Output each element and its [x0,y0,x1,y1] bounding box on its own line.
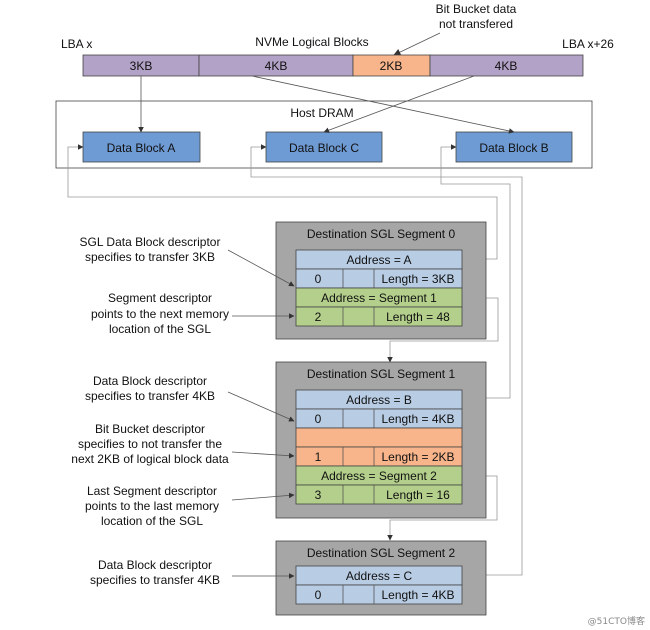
segment-0-address: Address = A [346,253,411,267]
bit-bucket-note: Bit Bucket data not transfered [436,2,517,31]
segment-2-title: Destination SGL Segment 2 [307,546,456,560]
annotation-data-block-4kb: Data Block descriptor specifies to trans… [85,374,215,403]
annotation-arrow-5 [231,492,295,501]
segment-2-length-row [295,584,463,605]
annotation-arrow-3 [227,391,295,422]
lba-start-label: LBA x [61,37,92,51]
link-address-b [440,144,511,399]
svg-text:specifies to not transfer the: specifies to not transfer the [78,437,222,451]
segment-1-address: Address = B [346,393,412,407]
data-block-a-label: Data Block A [107,141,176,155]
segment-0-pointer-length: Length = 48 [386,310,450,324]
svg-text:location of the SGL: location of the SGL [101,514,203,528]
svg-text:specifies to transfer 4KB: specifies to transfer 4KB [85,389,215,403]
annotation-arrow-1 [227,249,295,287]
link-address-a [67,144,498,260]
annotation-sgl-data-block: SGL Data Block descriptor specifies to t… [80,235,221,264]
segment-1-length: Length = 4KB [381,412,454,426]
segment-0-pointer-type: 2 [315,310,322,324]
nvme-block-1-label: 3KB [130,59,153,73]
link-address-c [250,144,523,576]
svg-text:specifies to transfer 3KB: specifies to transfer 3KB [85,250,215,264]
svg-text:SGL Data Block descriptor: SGL Data Block descriptor [80,235,221,249]
segment-1-pointer-length-row [295,484,463,505]
svg-text:specifies to transfer 4KB: specifies to transfer 4KB [90,573,220,587]
segment-1-title: Destination SGL Segment 1 [307,367,456,381]
svg-text:Segment descriptor: Segment descriptor [108,291,212,305]
segment-1-bitbucket-length: Length = 2KB [381,450,454,464]
svg-text:next 2KB of logical block data: next 2KB of logical block data [71,452,229,466]
nvme-blocks-bar: 3KB 4KB 2KB 4KB [82,54,584,77]
data-block-c-label: Data Block C [289,141,359,155]
segment-0-type: 0 [315,272,322,286]
annotation-arrow-4 [231,451,295,459]
svg-text:Data Block descriptor: Data Block descriptor [93,374,207,388]
segment-0-title: Destination SGL Segment 0 [307,227,456,241]
data-block-b-label: Data Block B [479,141,548,155]
annotation-last-segment: Last Segment descriptor points to the la… [85,484,219,528]
bit-bucket-note-line1: Bit Bucket data [436,2,517,16]
sgl-segment-0: Destination SGL Segment 0 Address = A 0 … [275,221,487,340]
svg-text:Last Segment descriptor: Last Segment descriptor [87,484,217,498]
sgl-segment-2: Destination SGL Segment 2 Address = C 0 … [275,540,487,616]
nvme-title: NVMe Logical Blocks [255,35,368,49]
annotation-data-block-4kb-2: Data Block descriptor specifies to trans… [90,558,220,587]
svg-text:Data Block descriptor: Data Block descriptor [98,558,212,572]
bit-bucket-note-line2: not transfered [439,17,513,31]
host-dram-title: Host DRAM [290,106,353,120]
segment-1-pointer-length: Length = 16 [386,488,450,502]
lba-end-label: LBA x+26 [562,37,614,51]
annotation-segment-descriptor: Segment descriptor points to the next me… [91,291,229,336]
segment-2-type: 0 [315,588,322,602]
segment-1-bitbucket-row [295,427,463,448]
segment-0-pointer-length-row [295,306,463,327]
watermark: @51CTO博客 [588,615,645,627]
nvme-block-3-label: 2KB [380,59,403,73]
sgl-segment-1: Destination SGL Segment 1 Address = B 0 … [275,361,487,519]
segment-1-pointer-address: Address = Segment 2 [321,469,437,483]
segment-1-type: 0 [315,412,322,426]
arrow-4kb-to-block-c [323,75,475,133]
nvme-block-4-label: 4KB [495,59,518,73]
nvme-block-2-label: 4KB [265,59,288,73]
svg-text:location of the SGL: location of the SGL [109,322,211,336]
segment-2-address: Address = C [346,569,413,583]
segment-0-pointer-address: Address = Segment 1 [321,291,437,305]
segment-2-length: Length = 4KB [381,588,454,602]
annotation-bit-bucket: Bit Bucket descriptor specifies to not t… [71,422,229,466]
nvme-block-4 [429,54,584,77]
segment-0-length: Length = 3KB [381,272,454,286]
svg-text:points to the next memory: points to the next memory [91,307,229,321]
host-dram: Host DRAM Data Block A Data Block C Data… [55,100,593,169]
segment-1-bitbucket-type: 1 [315,450,322,464]
segment-1-pointer-type: 3 [315,488,322,502]
bit-bucket-note-arrow [393,32,441,56]
svg-text:Bit Bucket descriptor: Bit Bucket descriptor [95,422,205,436]
svg-text:points to the last memory: points to the last memory [85,499,219,513]
arrow-4kb-to-block-b [251,75,515,134]
